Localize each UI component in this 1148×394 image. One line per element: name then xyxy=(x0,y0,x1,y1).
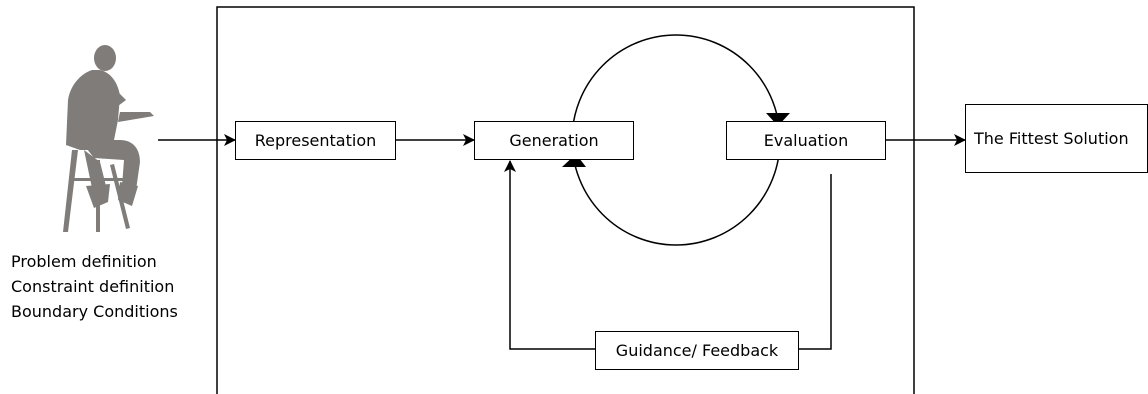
problem-definition-text: Problem definition xyxy=(11,252,157,271)
generation-box: Generation xyxy=(474,121,634,160)
evaluation-label: Evaluation xyxy=(763,131,849,150)
process-frame xyxy=(216,6,915,394)
representation-label: Representation xyxy=(254,131,377,150)
representation-box: Representation xyxy=(235,121,396,160)
person-at-laptop-silhouette-icon xyxy=(63,45,154,232)
edge-evaluation-to-guidance xyxy=(799,174,832,350)
guidance-feedback-box: Guidance/ Feedback xyxy=(595,331,799,370)
constraint-definition-text: Constraint definition xyxy=(11,277,175,296)
problem-notes: Problem definition Constraint definition… xyxy=(11,249,178,324)
evaluation-box: Evaluation xyxy=(726,121,886,160)
guidance-feedback-label: Guidance/ Feedback xyxy=(615,341,779,360)
fittest-solution-label: The Fittest Solution xyxy=(974,129,1129,148)
generation-label: Generation xyxy=(509,131,599,150)
loop-arrow-to-generation xyxy=(562,154,586,167)
boundary-conditions-text: Boundary Conditions xyxy=(11,302,178,321)
edge-guidance-to-generation xyxy=(504,160,595,350)
loop-arrow-to-evaluation xyxy=(766,113,790,126)
fittest-solution-box: The Fittest Solution xyxy=(965,104,1148,173)
